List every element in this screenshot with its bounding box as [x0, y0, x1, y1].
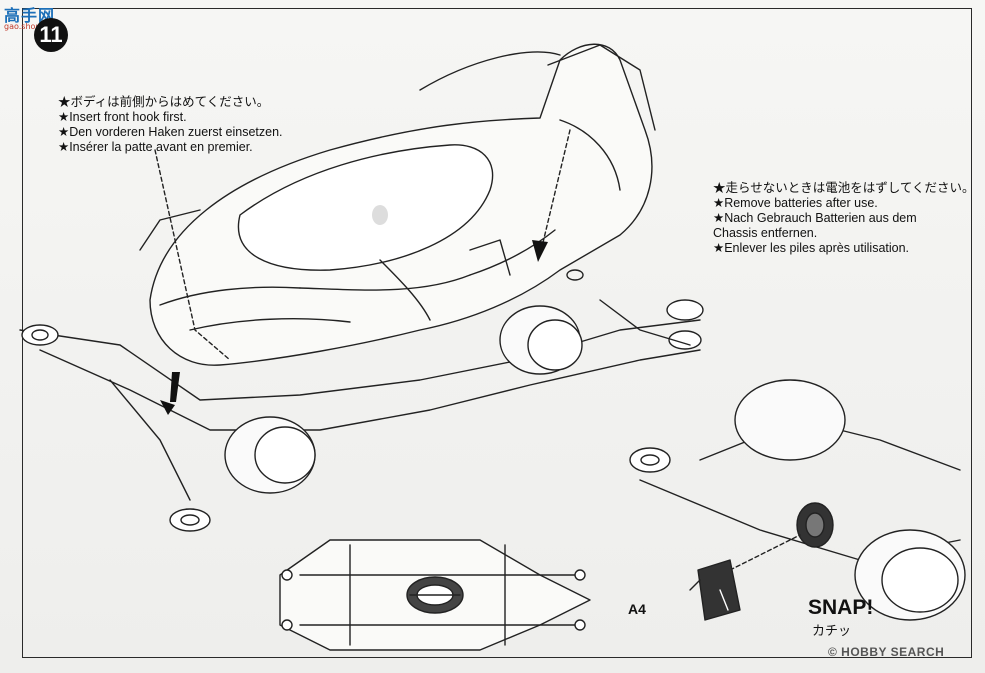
note-line: ★走らせないときは電池をはずしてください。 — [713, 181, 975, 195]
bottom-view-drawing — [279, 539, 591, 651]
arrow-down-icon — [160, 240, 548, 415]
note-front-hook: ★ボディは前側からはめてください。 ★Insert front hook fir… — [58, 95, 283, 155]
note-line: ★Insert front hook first. — [58, 110, 187, 124]
note-line: ★ボディは前側からはめてください。 — [58, 95, 270, 109]
note-remove-batteries: ★走らせないときは電池をはずしてください。 ★Remove batteries … — [713, 181, 975, 256]
snap-callout: SNAP! — [808, 596, 874, 619]
part-label-a4: A4 — [628, 601, 646, 617]
note-line: ★Remove batteries after use. — [713, 196, 878, 210]
note-line: ★Enlever les piles après utilisation. — [713, 241, 910, 255]
car-body-drawing — [139, 43, 656, 366]
note-line: ★Den vorderen Haken zuerst einsetzen. — [58, 125, 283, 139]
site-logo-url: gao.shou.com — [4, 22, 61, 31]
step-number-badge: 11 — [34, 18, 68, 52]
note-line: ★Nach Gebrauch Batterien aus dem — [713, 211, 917, 225]
detail-view-drawing — [629, 379, 966, 621]
watermark: © HOBBY SEARCH — [828, 645, 945, 659]
dashed-arrow-icon — [154, 129, 571, 361]
snap-callout-jp: カチッ — [812, 624, 852, 639]
note-line: ★Insérer la patte avant en premier. — [58, 140, 253, 154]
chassis-drawing — [19, 269, 704, 532]
gear-icon — [796, 502, 834, 548]
note-line: Chassis entfernen. — [713, 226, 818, 240]
wheel-icon — [224, 305, 583, 494]
